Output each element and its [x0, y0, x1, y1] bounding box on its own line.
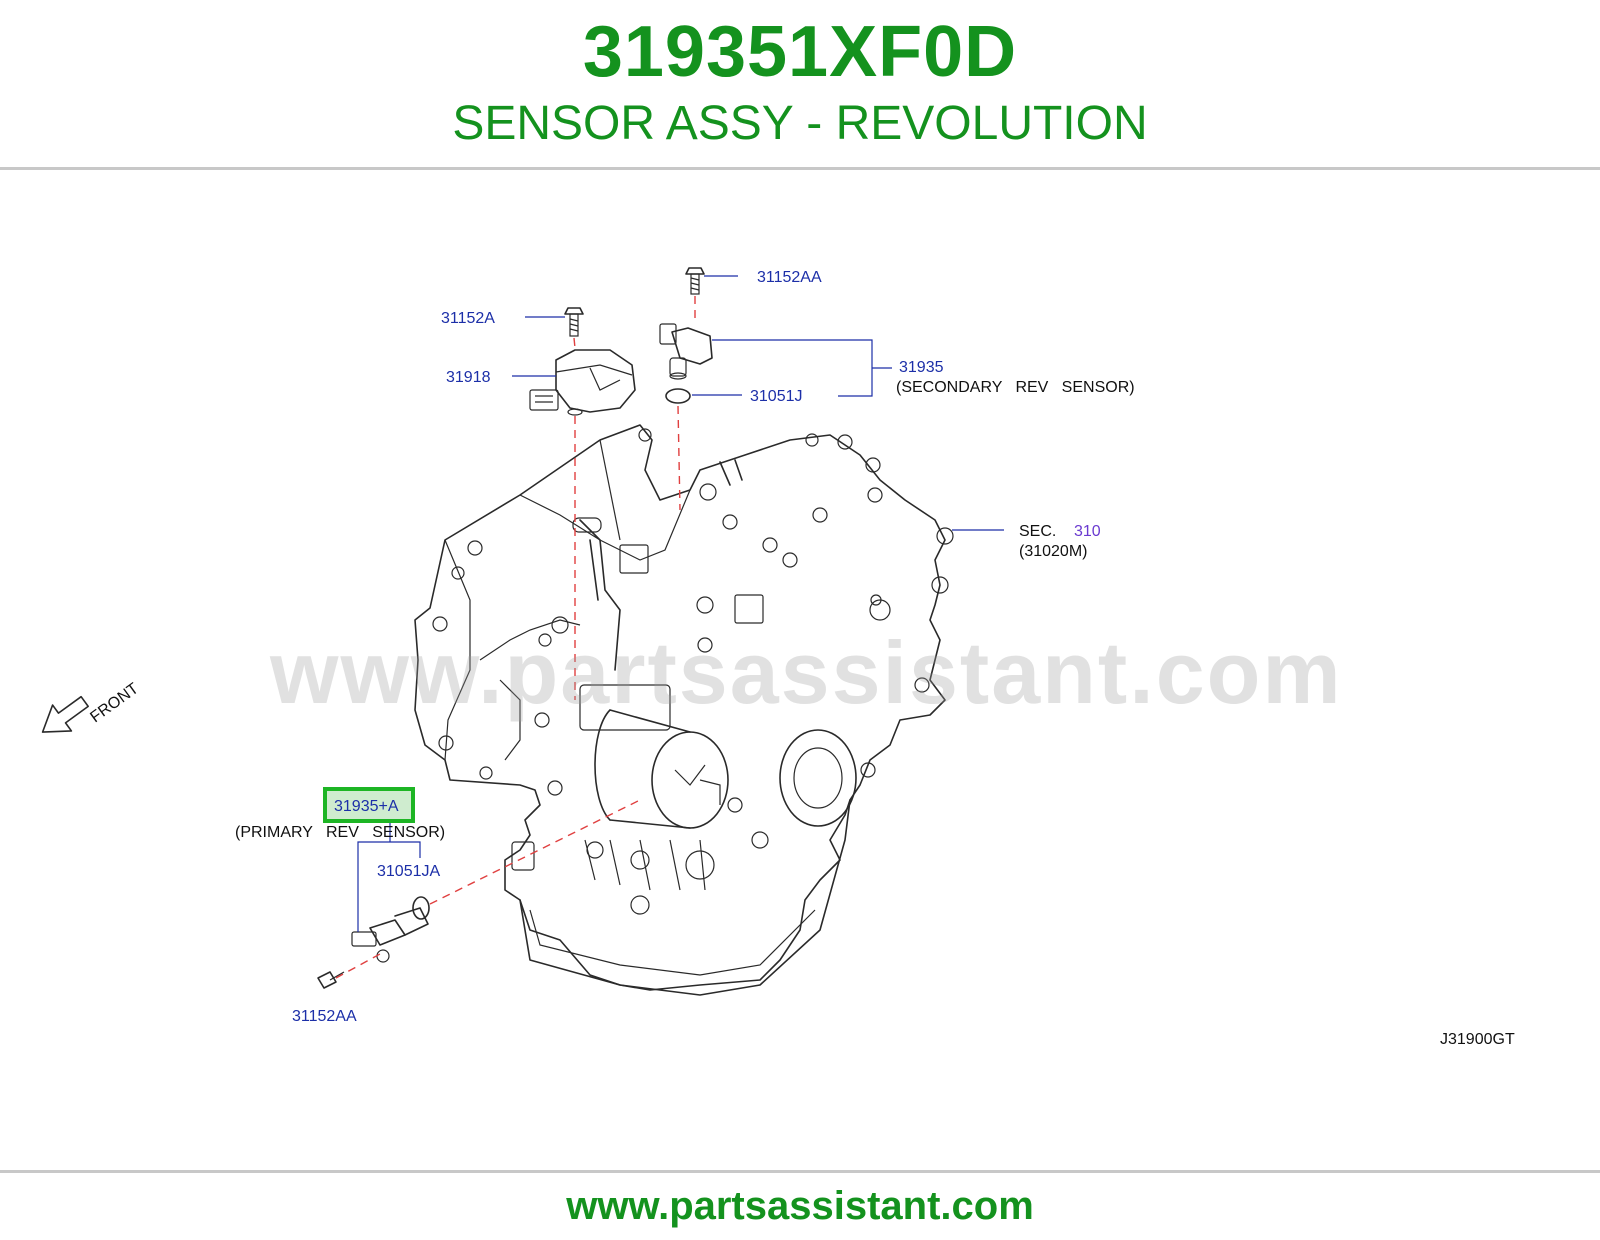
secondary-sensor-name: (SECONDARY REV SENSOR)	[896, 379, 1135, 396]
callout-31051ja[interactable]: 31051JA	[377, 863, 440, 880]
callout-31152a[interactable]: 31152A	[441, 310, 495, 327]
transmission-housing-drawing	[414, 424, 954, 996]
callout-31152aa-bottom[interactable]: 31152AA	[292, 1008, 357, 1025]
secondary-rev-sensor-icon	[659, 323, 713, 380]
selected-part-highlight	[323, 787, 415, 823]
callout-31051j[interactable]: 31051J	[750, 388, 803, 405]
sec-reference: (31020M)	[1019, 543, 1087, 560]
callout-31152aa-top[interactable]: 31152AA	[757, 269, 822, 286]
o-ring-31051j-icon	[665, 388, 691, 404]
page-header: 319351XF0D SENSOR ASSY - REVOLUTION	[0, 0, 1600, 168]
front-label: FRONT	[87, 680, 142, 726]
watermark-text: www.partsassistant.com	[269, 623, 1343, 722]
callout-31935[interactable]: 31935	[899, 359, 944, 376]
callout-31935-a[interactable]: 31935+A	[334, 798, 399, 815]
footer-website-link[interactable]: www.partsassistant.com	[566, 1184, 1034, 1228]
sec-label: SEC.	[1019, 523, 1056, 540]
callout-31918[interactable]: 31918	[446, 369, 491, 386]
cover-31918-icon	[529, 349, 636, 416]
bolt-31152a-top-icon	[564, 307, 584, 337]
bolt-31152aa-top-icon	[685, 267, 705, 295]
footer-divider	[0, 1170, 1600, 1173]
figure-code: J31900GT	[1440, 1031, 1515, 1048]
primary-sensor-name: (PRIMARY REV SENSOR)	[235, 824, 445, 841]
primary-rev-sensor-icon	[351, 907, 429, 963]
part-number-title: 319351XF0D	[582, 12, 1018, 92]
part-description: SENSOR ASSY - REVOLUTION	[452, 97, 1148, 150]
header-divider	[0, 167, 1600, 170]
callout-sec-310[interactable]: 310	[1074, 523, 1101, 540]
parts-diagram: .ln { fill:none; stroke:#2a2a2a; stroke-…	[41, 267, 1515, 1048]
front-arrow-icon	[41, 695, 89, 733]
o-ring-31051ja-icon	[412, 896, 430, 920]
bolt-31152aa-bottom-icon	[317, 971, 345, 989]
